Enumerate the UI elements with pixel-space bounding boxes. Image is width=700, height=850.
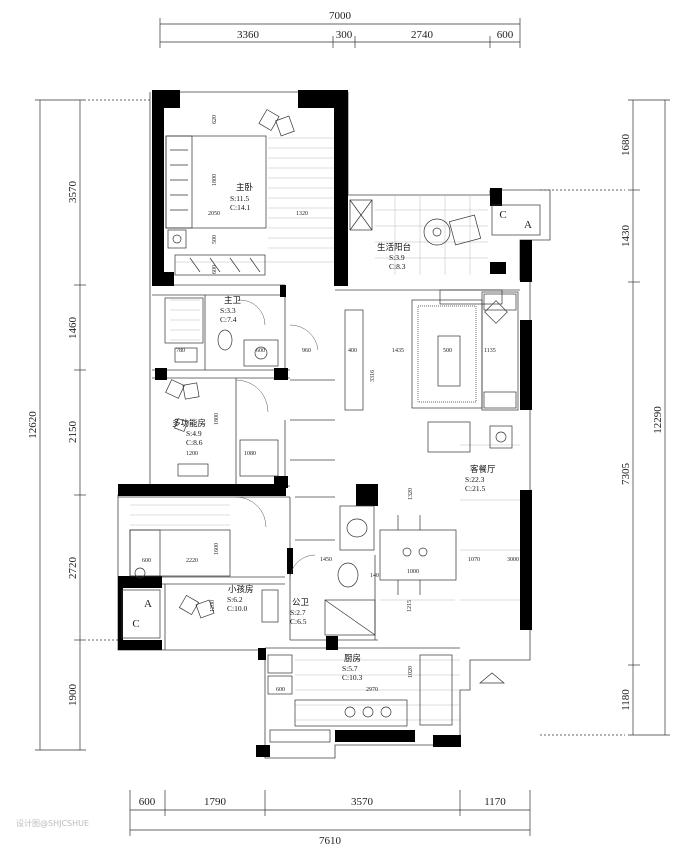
dim-left-seg: 1900 <box>67 684 79 707</box>
inner-dim: 1800 <box>214 413 220 425</box>
inner-dim: 1020 <box>408 666 414 678</box>
room-area: S:11.5 <box>230 194 249 203</box>
inner-dim: 2970 <box>366 687 378 693</box>
room-area: S:4.9 <box>186 429 202 438</box>
dim-left-seg: 1460 <box>67 317 79 340</box>
dim-left-total: 12620 <box>27 411 39 439</box>
dim-bottom-seg: 1170 <box>484 796 506 808</box>
inner-dim: 140 <box>370 573 379 579</box>
room-perimeter: C:10.0 <box>227 604 247 613</box>
dim-right-seg: 7305 <box>620 463 632 486</box>
solid-walls <box>118 90 532 757</box>
inner-dim: 1200 <box>210 600 216 612</box>
inner-dim: 1320 <box>408 488 414 500</box>
dimension-lines <box>35 18 670 836</box>
inner-dim: 500 <box>212 235 218 244</box>
room-name-master-bath: 主卫 <box>224 295 242 306</box>
room-area: S:2.7 <box>290 608 306 617</box>
room-perimeter: C:6.5 <box>290 617 307 626</box>
inner-dim: 3316 <box>370 370 376 382</box>
room-perimeter: C:10.3 <box>342 673 362 682</box>
room-perimeter: C:21.5 <box>465 484 485 493</box>
dim-right-total: 12290 <box>652 406 664 434</box>
inner-dim: 3000 <box>507 557 519 563</box>
room-name-balcony: 生活阳台 <box>377 242 411 253</box>
inner-dim: 1070 <box>468 557 480 563</box>
dim-top-seg: 2740 <box>411 29 434 41</box>
inner-dim: 780 <box>176 348 185 354</box>
inner-dim: 1320 <box>296 211 308 217</box>
inner-dim: 600 <box>276 687 285 693</box>
room-name-multi: 多功能房 <box>172 418 206 429</box>
room-area: S:5.7 <box>342 664 358 673</box>
ac-label: C <box>499 209 506 221</box>
dim-top-seg: 300 <box>336 29 353 41</box>
floor-texture <box>130 137 520 721</box>
dim-bottom-seg: 1790 <box>204 796 227 808</box>
room-perimeter: C:14.1 <box>230 203 250 212</box>
ac-label: C <box>132 618 139 630</box>
inner-dim: 2220 <box>186 558 198 564</box>
dim-right-seg: 1180 <box>620 689 632 711</box>
dim-bottom-seg: 3570 <box>351 796 374 808</box>
inner-dim: 600 <box>212 265 218 274</box>
inner-dim: 2050 <box>208 211 220 217</box>
inner-dim: 600 <box>142 558 151 564</box>
watermark: 设计图@SHJCSHUE <box>16 819 90 828</box>
room-area: S:6.2 <box>227 595 243 604</box>
room-perimeter: C:7.4 <box>220 315 237 324</box>
dim-left-seg: 2720 <box>67 557 79 580</box>
inner-dim: 620 <box>212 115 218 124</box>
dim-bottom-total: 7610 <box>319 835 342 847</box>
inner-dim: 1000 <box>407 569 419 575</box>
inner-dim: 1215 <box>407 600 413 612</box>
dim-bottom-seg: 600 <box>139 796 156 808</box>
dim-right-seg: 1430 <box>620 225 632 248</box>
room-name-public-bath: 公卫 <box>292 598 310 608</box>
dim-right-seg: 1680 <box>620 134 632 157</box>
inner-dim: 1135 <box>484 348 496 354</box>
room-area: S:3.3 <box>220 306 236 315</box>
inner-dim: 1080 <box>244 451 256 457</box>
room-name-kids: 小孩房 <box>228 584 254 595</box>
inner-dim: 400 <box>348 348 357 354</box>
ac-label: A <box>524 219 532 231</box>
dim-left-seg: 2150 <box>67 421 79 444</box>
inner-dim: 500 <box>443 348 452 354</box>
dim-top-seg: 3360 <box>237 29 260 41</box>
inner-dim: 1435 <box>392 348 404 354</box>
dim-top-total: 7000 <box>329 10 352 22</box>
inner-dim: 1200 <box>186 451 198 457</box>
door-swings <box>235 299 319 581</box>
dim-left-seg: 3570 <box>67 181 79 204</box>
inner-dim: 960 <box>302 348 311 354</box>
inner-dim: 1450 <box>320 557 332 563</box>
dim-top-seg: 600 <box>497 29 514 41</box>
inner-dim: 1800 <box>212 174 218 186</box>
room-name-kitchen: 厨房 <box>344 653 361 664</box>
ac-label: A <box>144 598 152 610</box>
room-name-living: 客餐厅 <box>470 464 496 475</box>
room-perimeter: C:8.3 <box>389 262 406 271</box>
room-area: S:22.3 <box>465 475 485 484</box>
room-name-master-bedroom: 主卧 <box>236 182 254 193</box>
furniture <box>121 109 541 743</box>
room-perimeter: C:8.6 <box>186 438 203 447</box>
room-area: S:3.9 <box>389 253 405 262</box>
inner-dim: 600 <box>256 348 265 354</box>
inner-dim: 1600 <box>214 543 220 555</box>
